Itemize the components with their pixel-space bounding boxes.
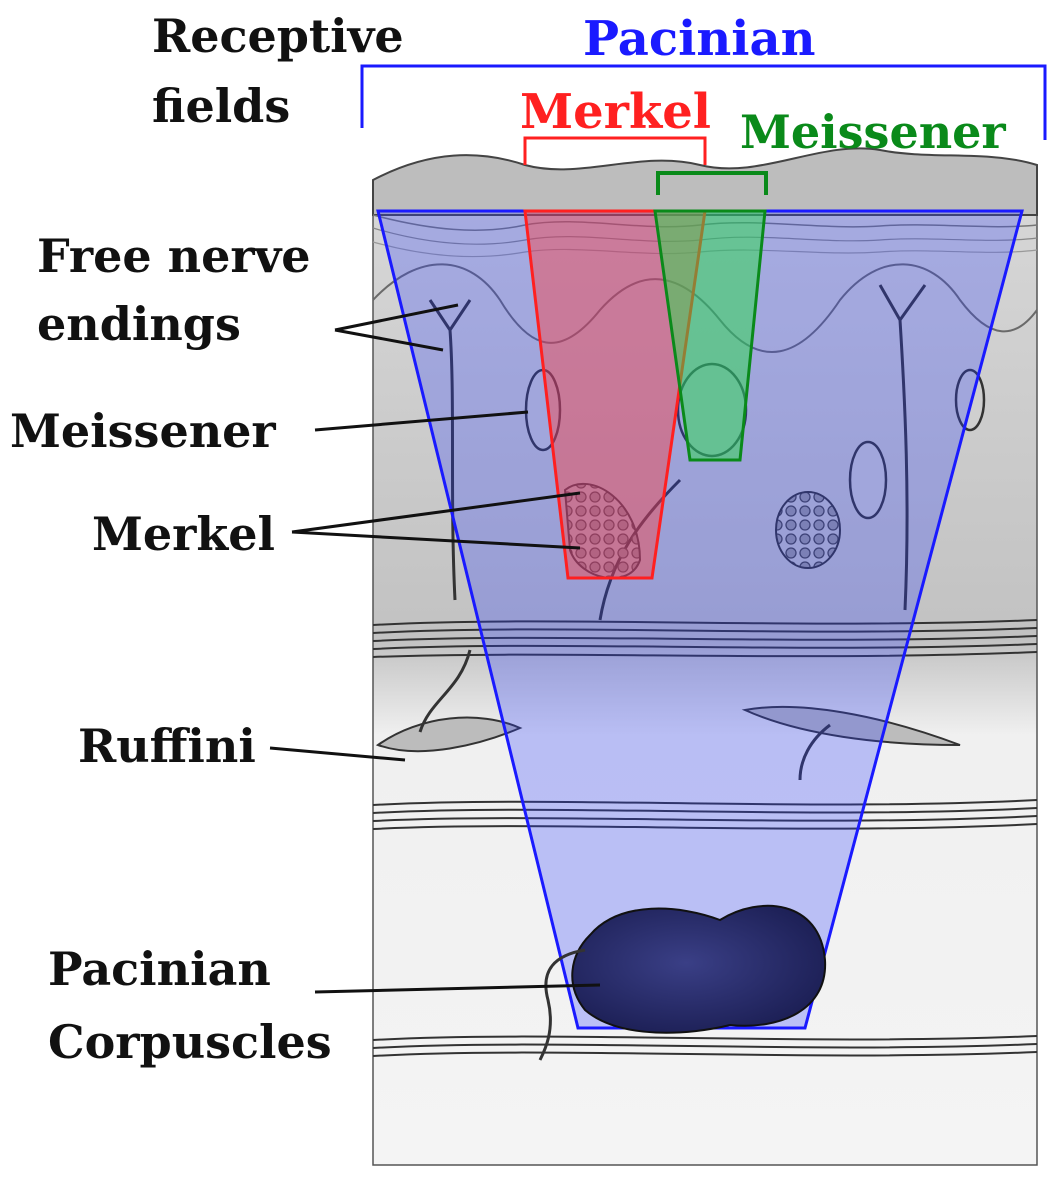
pacinian-bracket — [360, 64, 1047, 140]
meissener-bracket — [656, 171, 768, 195]
receptive-fields-label-line1: Receptive — [152, 9, 404, 63]
meissener-field-overlay — [653, 209, 767, 462]
pacinian-field-overlay — [376, 209, 1024, 1030]
ruffini-label: Ruffini — [78, 719, 256, 773]
meissener-field-label: Meissener — [740, 105, 1006, 159]
free-nerve-label-line2: endings — [37, 297, 241, 351]
pacinian-corpuscle — [571, 904, 827, 1034]
merkel-bracket — [523, 136, 707, 165]
merkel-field-label: Merkel — [520, 84, 711, 140]
receptive-fields-label-line2: fields — [152, 79, 290, 133]
free-nerve-label-line1: Free nerve — [37, 229, 311, 283]
pacinian-corpuscles-label-line1: Pacinian — [48, 942, 271, 996]
merkel-field-overlay — [523, 209, 707, 580]
leader-lines — [269, 303, 601, 994]
pacinian-corpuscles-label-line2: Corpuscles — [48, 1015, 332, 1069]
meissener-label: Meissener — [10, 404, 276, 458]
merkel-label: Merkel — [92, 507, 275, 561]
pacinian-field-label: Pacinian — [583, 11, 816, 67]
pacinian-nerve-fibre — [538, 948, 586, 1061]
